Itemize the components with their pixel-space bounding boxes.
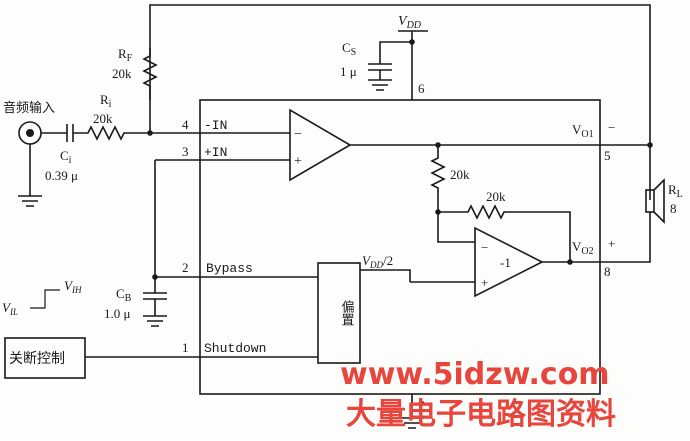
audio-jack-inner [26,129,34,137]
audio-input-label: 音频输入 [3,100,55,116]
rf-label: RF [118,46,133,64]
pin4-name: -IN [204,118,227,133]
chip-outline [199,99,601,395]
pin1-label: 1 [182,340,189,355]
pin2-label: 2 [182,260,189,275]
pin7-label: 7 [418,398,425,413]
pin3-label: 3 [182,144,189,159]
rf-value: 20k [112,66,132,81]
vo2-sign: + [608,236,615,251]
rf-resistor [142,48,158,132]
pin8-label: 8 [604,264,611,279]
cb-label: CB [116,286,132,304]
feedback-resistor [438,204,571,262]
cb-capacitor [143,292,167,300]
vih-label: VIH [64,278,82,295]
pin6-label: 6 [418,81,425,96]
speaker-cone [653,178,665,224]
logic-level-waveform [30,289,60,309]
vo2-label: VO2 [572,239,594,257]
vo2-node [567,259,573,265]
amp2-plus: + [481,275,488,290]
ci-label: Ci [60,148,72,166]
speaker-body [645,189,655,213]
feedback-loop-wire [149,4,651,200]
ri-label: Ri [100,92,112,110]
amp1-plus: + [294,154,302,169]
vdd-half-label: VDD/2 [362,253,393,270]
pin7-ground [400,394,424,429]
ri-value: 20k [93,111,113,126]
vil-label: VIL [2,300,18,317]
divider-resistor [430,145,446,212]
cs-wire [379,41,412,64]
bias-block [317,262,361,364]
bias-label: 偏置 [339,300,355,326]
amplifier-1 [289,108,352,182]
amp2-minus-wire [437,212,475,243]
ri-resistor [73,125,200,141]
shutdown-control-label: 关断控制 [9,351,65,367]
cs-label: CS [342,40,356,58]
cb-ground [143,299,167,327]
cs-value: 1 μ [340,64,357,79]
amp1-minus: − [294,127,302,142]
pin2-name: Bypass [206,261,253,276]
rl-label: RL [668,182,683,200]
watermark-text: 大量电子电路图资料 [346,397,616,432]
pin3-name: +IN [204,145,227,160]
ci-value: 0.39 μ [45,168,78,183]
pin5-label: 5 [604,148,611,163]
pin5-node [647,142,653,148]
shutdown-control-box [4,337,86,379]
divider-resistor-value: 20k [450,167,470,182]
inverting-node [147,130,153,136]
vo1-label: VO1 [572,122,594,140]
amplifier-2 [474,226,544,298]
amp2-gain: -1 [500,255,511,270]
cs-capacitor [368,63,392,71]
pin1-name: Shutdown [204,341,266,356]
cb-value: 1.0 μ [104,306,131,321]
cs-ground [368,70,392,91]
pin8-out-wire [600,212,651,263]
rl-value: 8 [670,201,677,216]
pin4-label: 4 [182,117,189,132]
jack-ground [18,144,42,207]
amp2-minus: − [481,240,488,255]
watermark-url: www.5idzw.com [340,357,610,392]
feedback-resistor-value: 20k [486,189,506,204]
vdd-label: VDD [398,14,422,31]
vo1-sign: − [608,120,615,135]
vdd-half-wire [360,269,411,282]
ci-capacitor [66,124,74,142]
